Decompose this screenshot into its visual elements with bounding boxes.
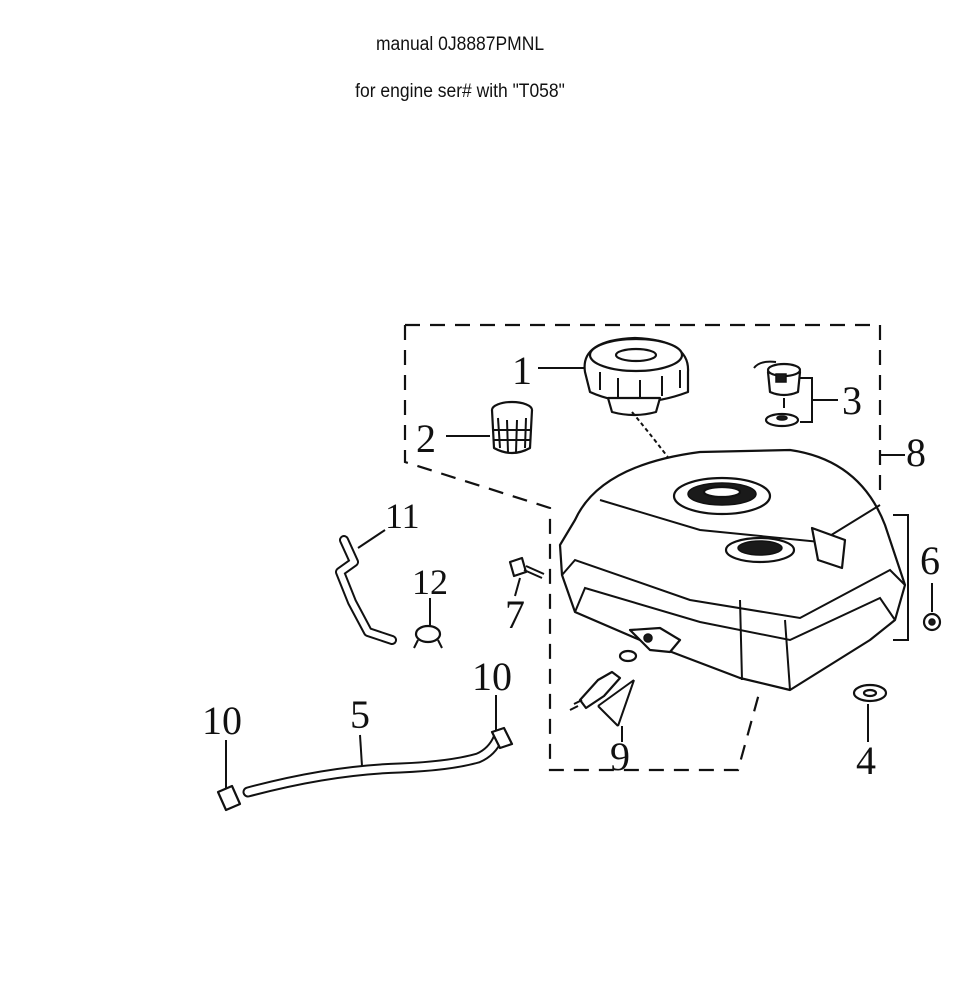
hose-clamp-left bbox=[216, 740, 242, 812]
callout-7: 7 bbox=[505, 592, 525, 637]
tank-nut bbox=[922, 583, 942, 632]
manual-title: manual 0J8887PMNL bbox=[375, 34, 545, 55]
breather-tube bbox=[335, 529, 397, 645]
washer bbox=[852, 683, 888, 742]
vent-knob-assembly bbox=[753, 360, 802, 428]
bracket-6 bbox=[893, 514, 909, 641]
callout-11: 11 bbox=[385, 496, 420, 536]
engine-serial-subtitle: for engine ser# with "T058" bbox=[355, 81, 565, 102]
callout-6: 6 bbox=[920, 538, 940, 583]
tube-clip bbox=[413, 598, 443, 649]
mounting-bolt bbox=[508, 556, 545, 597]
fuel-valve bbox=[569, 649, 638, 742]
fuel-tank bbox=[558, 448, 907, 692]
assembly-group-boundary bbox=[403, 323, 882, 772]
callout-5: 5 bbox=[350, 692, 370, 737]
fuel-strainer bbox=[490, 400, 534, 455]
callout-12: 12 bbox=[412, 562, 448, 602]
fuel-cap bbox=[583, 336, 690, 417]
callout-9: 9 bbox=[610, 734, 630, 779]
callout-10-left: 10 bbox=[202, 698, 242, 743]
hose-clamp-right bbox=[490, 695, 514, 750]
callout-3: 3 bbox=[842, 378, 862, 423]
callout-8: 8 bbox=[906, 430, 926, 475]
callout-4: 4 bbox=[856, 738, 876, 783]
callout-2: 2 bbox=[416, 416, 436, 461]
callout-1: 1 bbox=[512, 348, 532, 393]
callout-10-right: 10 bbox=[472, 654, 512, 699]
leader-3 bbox=[800, 377, 838, 423]
fuel-hose bbox=[242, 732, 504, 798]
